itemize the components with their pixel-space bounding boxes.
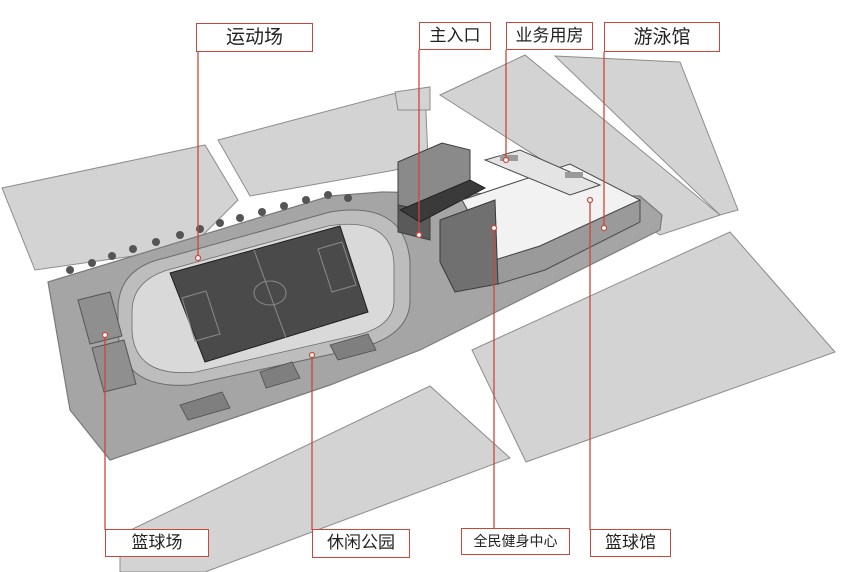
fitness-center-wing xyxy=(439,199,499,293)
tree xyxy=(216,219,224,227)
label-business-room: 业务用房 xyxy=(506,22,593,50)
penalty-box-east xyxy=(317,241,357,293)
tree xyxy=(129,245,137,253)
leader-dot xyxy=(101,331,109,339)
tree xyxy=(88,259,96,267)
tree xyxy=(324,191,332,199)
basketball-hall-roof xyxy=(483,149,602,196)
football-field xyxy=(169,225,369,363)
tree xyxy=(108,252,116,260)
tree xyxy=(152,238,160,246)
label-fitness-center: 全民健身中心 xyxy=(461,528,570,555)
label-basketball-court: 篮球场 xyxy=(105,529,209,557)
label-natatorium: 游泳馆 xyxy=(604,22,720,52)
tree xyxy=(176,231,184,239)
park-shelter xyxy=(329,333,377,361)
tree xyxy=(196,225,204,233)
leader-dot xyxy=(600,224,608,232)
tree xyxy=(344,194,352,202)
leader-dot xyxy=(194,254,202,262)
skylight xyxy=(565,172,583,178)
block-north xyxy=(217,87,429,197)
leader-dots xyxy=(101,156,608,359)
skylight xyxy=(500,155,518,161)
leader-dot xyxy=(502,156,510,164)
tree xyxy=(258,208,266,216)
tree xyxy=(302,196,310,204)
park-shelter xyxy=(179,391,231,421)
leader-dot xyxy=(586,196,594,204)
leader-dot xyxy=(490,224,498,232)
court-north xyxy=(77,291,123,345)
entrance-canopy xyxy=(398,179,487,223)
penalty-box-west xyxy=(181,290,221,342)
basketball-courts xyxy=(77,291,137,393)
park-paths xyxy=(179,333,377,421)
field-markings xyxy=(181,241,357,342)
tree xyxy=(280,202,288,210)
tree xyxy=(66,266,74,274)
tree xyxy=(236,214,244,222)
block-south xyxy=(119,385,511,572)
label-leisure-park: 休闲公园 xyxy=(312,529,410,558)
label-main-entrance: 主入口 xyxy=(419,22,491,50)
label-basketball-hall: 篮球馆 xyxy=(590,529,671,557)
block-southeast xyxy=(471,231,836,463)
roof-skylights xyxy=(500,155,583,178)
block-far-east xyxy=(553,55,739,216)
surrounding-blocks xyxy=(1,54,836,572)
center-circle xyxy=(253,280,287,306)
leader-dot xyxy=(415,231,423,239)
leader-dot xyxy=(308,351,316,359)
halfway-line xyxy=(253,249,287,339)
label-stadium: 运动场 xyxy=(196,23,313,52)
leader-lines xyxy=(104,50,605,530)
park-shelter xyxy=(259,361,301,389)
block-northeast-small xyxy=(394,86,431,111)
court-south xyxy=(91,339,137,393)
